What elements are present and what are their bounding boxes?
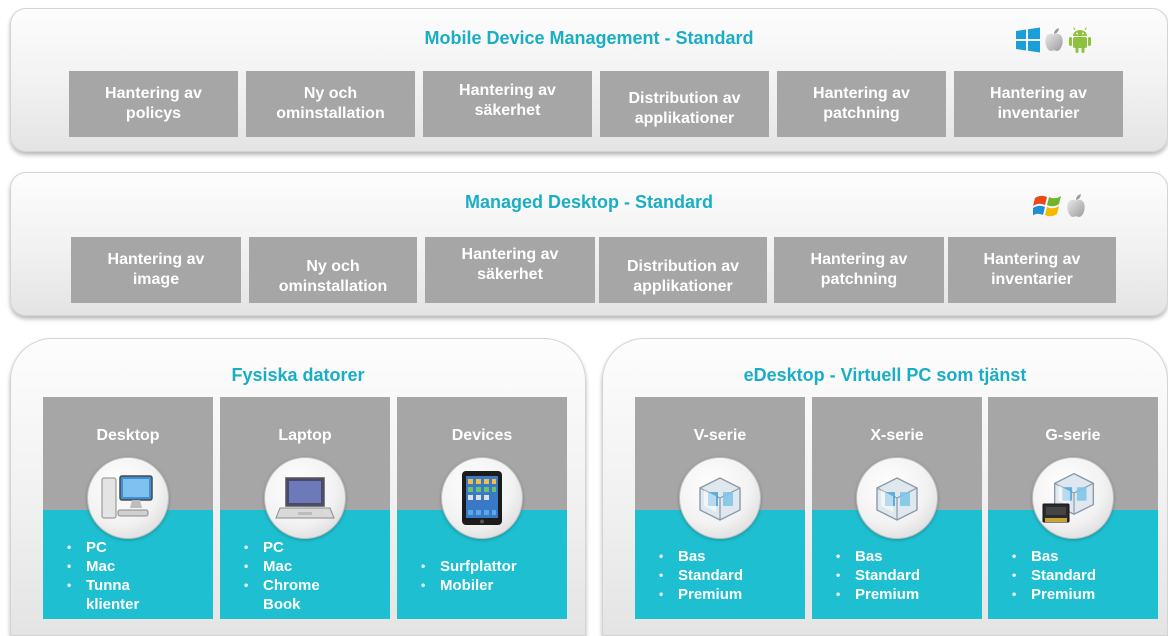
edesktop-title: eDesktop - Virtuell PC som tjänst xyxy=(743,365,1027,385)
card-laptop: Laptop PC Mac Chrome Book xyxy=(220,397,390,619)
list-item: Premium xyxy=(1012,585,1152,604)
list-item: Standard xyxy=(1012,566,1152,585)
physical-computers-panel: Fysiska datorer Desktop PC Mac Tunna kli… xyxy=(10,338,586,636)
list-item: Surfplattor xyxy=(421,557,561,576)
tablet-icon xyxy=(441,457,523,539)
card-devices: Devices Surfplattor Mobiler xyxy=(397,397,567,619)
edesktop-panel: eDesktop - Virtuell PC som tjänst V-seri… xyxy=(602,338,1168,636)
list-item: Mac xyxy=(67,557,207,576)
card-devices-list: Surfplattor Mobiler xyxy=(421,557,561,595)
managed-desktop-title: Managed Desktop - Standard xyxy=(464,192,714,212)
list-item: Mobiler xyxy=(421,576,561,595)
windows-logo-icon xyxy=(1016,27,1040,53)
card-x-serie-list: Bas Standard Premium xyxy=(836,547,976,604)
list-item: Standard xyxy=(659,566,799,585)
card-v-serie-name: V-serie xyxy=(693,427,747,444)
list-item: Tunna xyxy=(67,576,207,595)
apple-logo-icon xyxy=(1043,27,1065,53)
card-v-serie: V-serie Bas Standard Premium xyxy=(635,397,805,619)
card-v-serie-list: Bas Standard Premium xyxy=(659,547,799,604)
virtual-server-icon xyxy=(856,457,938,539)
card-g-serie-list: Bas Standard Premium xyxy=(1012,547,1152,604)
card-desktop-list: PC Mac Tunna klienter xyxy=(67,538,207,614)
card-x-serie: X-serie Bas Standard Premium xyxy=(812,397,982,619)
card-devices-name: Devices xyxy=(451,427,513,444)
list-item: Standard xyxy=(836,566,976,585)
list-item: PC xyxy=(67,538,207,557)
list-item: Premium xyxy=(836,585,976,604)
list-item-continuation: klienter xyxy=(86,596,140,613)
list-item: Chrome xyxy=(244,576,384,595)
list-item: Premium xyxy=(659,585,799,604)
virtual-server-gpu-icon xyxy=(1032,457,1114,539)
mdm-platform-logos xyxy=(1013,26,1093,54)
list-item: Bas xyxy=(1012,547,1152,566)
mdm-panel: Mobile Device Management - Standard Hant… xyxy=(10,8,1168,152)
laptop-icon xyxy=(264,457,346,539)
managed-desktop-platform-logos xyxy=(1031,193,1087,219)
desktop-computer-icon xyxy=(87,457,169,539)
physical-title: Fysiska datorer xyxy=(231,365,365,385)
card-x-serie-name: X-serie xyxy=(870,427,924,444)
android-logo-icon xyxy=(1069,27,1091,53)
list-item-continuation: Book xyxy=(263,596,301,613)
card-desktop: Desktop PC Mac Tunna klienter xyxy=(43,397,213,619)
virtual-server-icon xyxy=(679,457,761,539)
windows-xp-logo-icon xyxy=(1033,195,1061,217)
apple-logo-icon xyxy=(1065,193,1087,219)
list-item: PC xyxy=(244,538,384,557)
card-g-serie-name: G-serie xyxy=(1045,427,1101,444)
list-item: Bas xyxy=(836,547,976,566)
card-g-serie: G-serie Bas Standard Premium xyxy=(988,397,1158,619)
card-laptop-name: Laptop xyxy=(278,427,332,444)
card-desktop-name: Desktop xyxy=(96,427,160,444)
list-item: Mac xyxy=(244,557,384,576)
mdm-title: Mobile Device Management - Standard xyxy=(424,28,754,48)
card-laptop-list: PC Mac Chrome Book xyxy=(244,538,384,614)
list-item: Bas xyxy=(659,547,799,566)
